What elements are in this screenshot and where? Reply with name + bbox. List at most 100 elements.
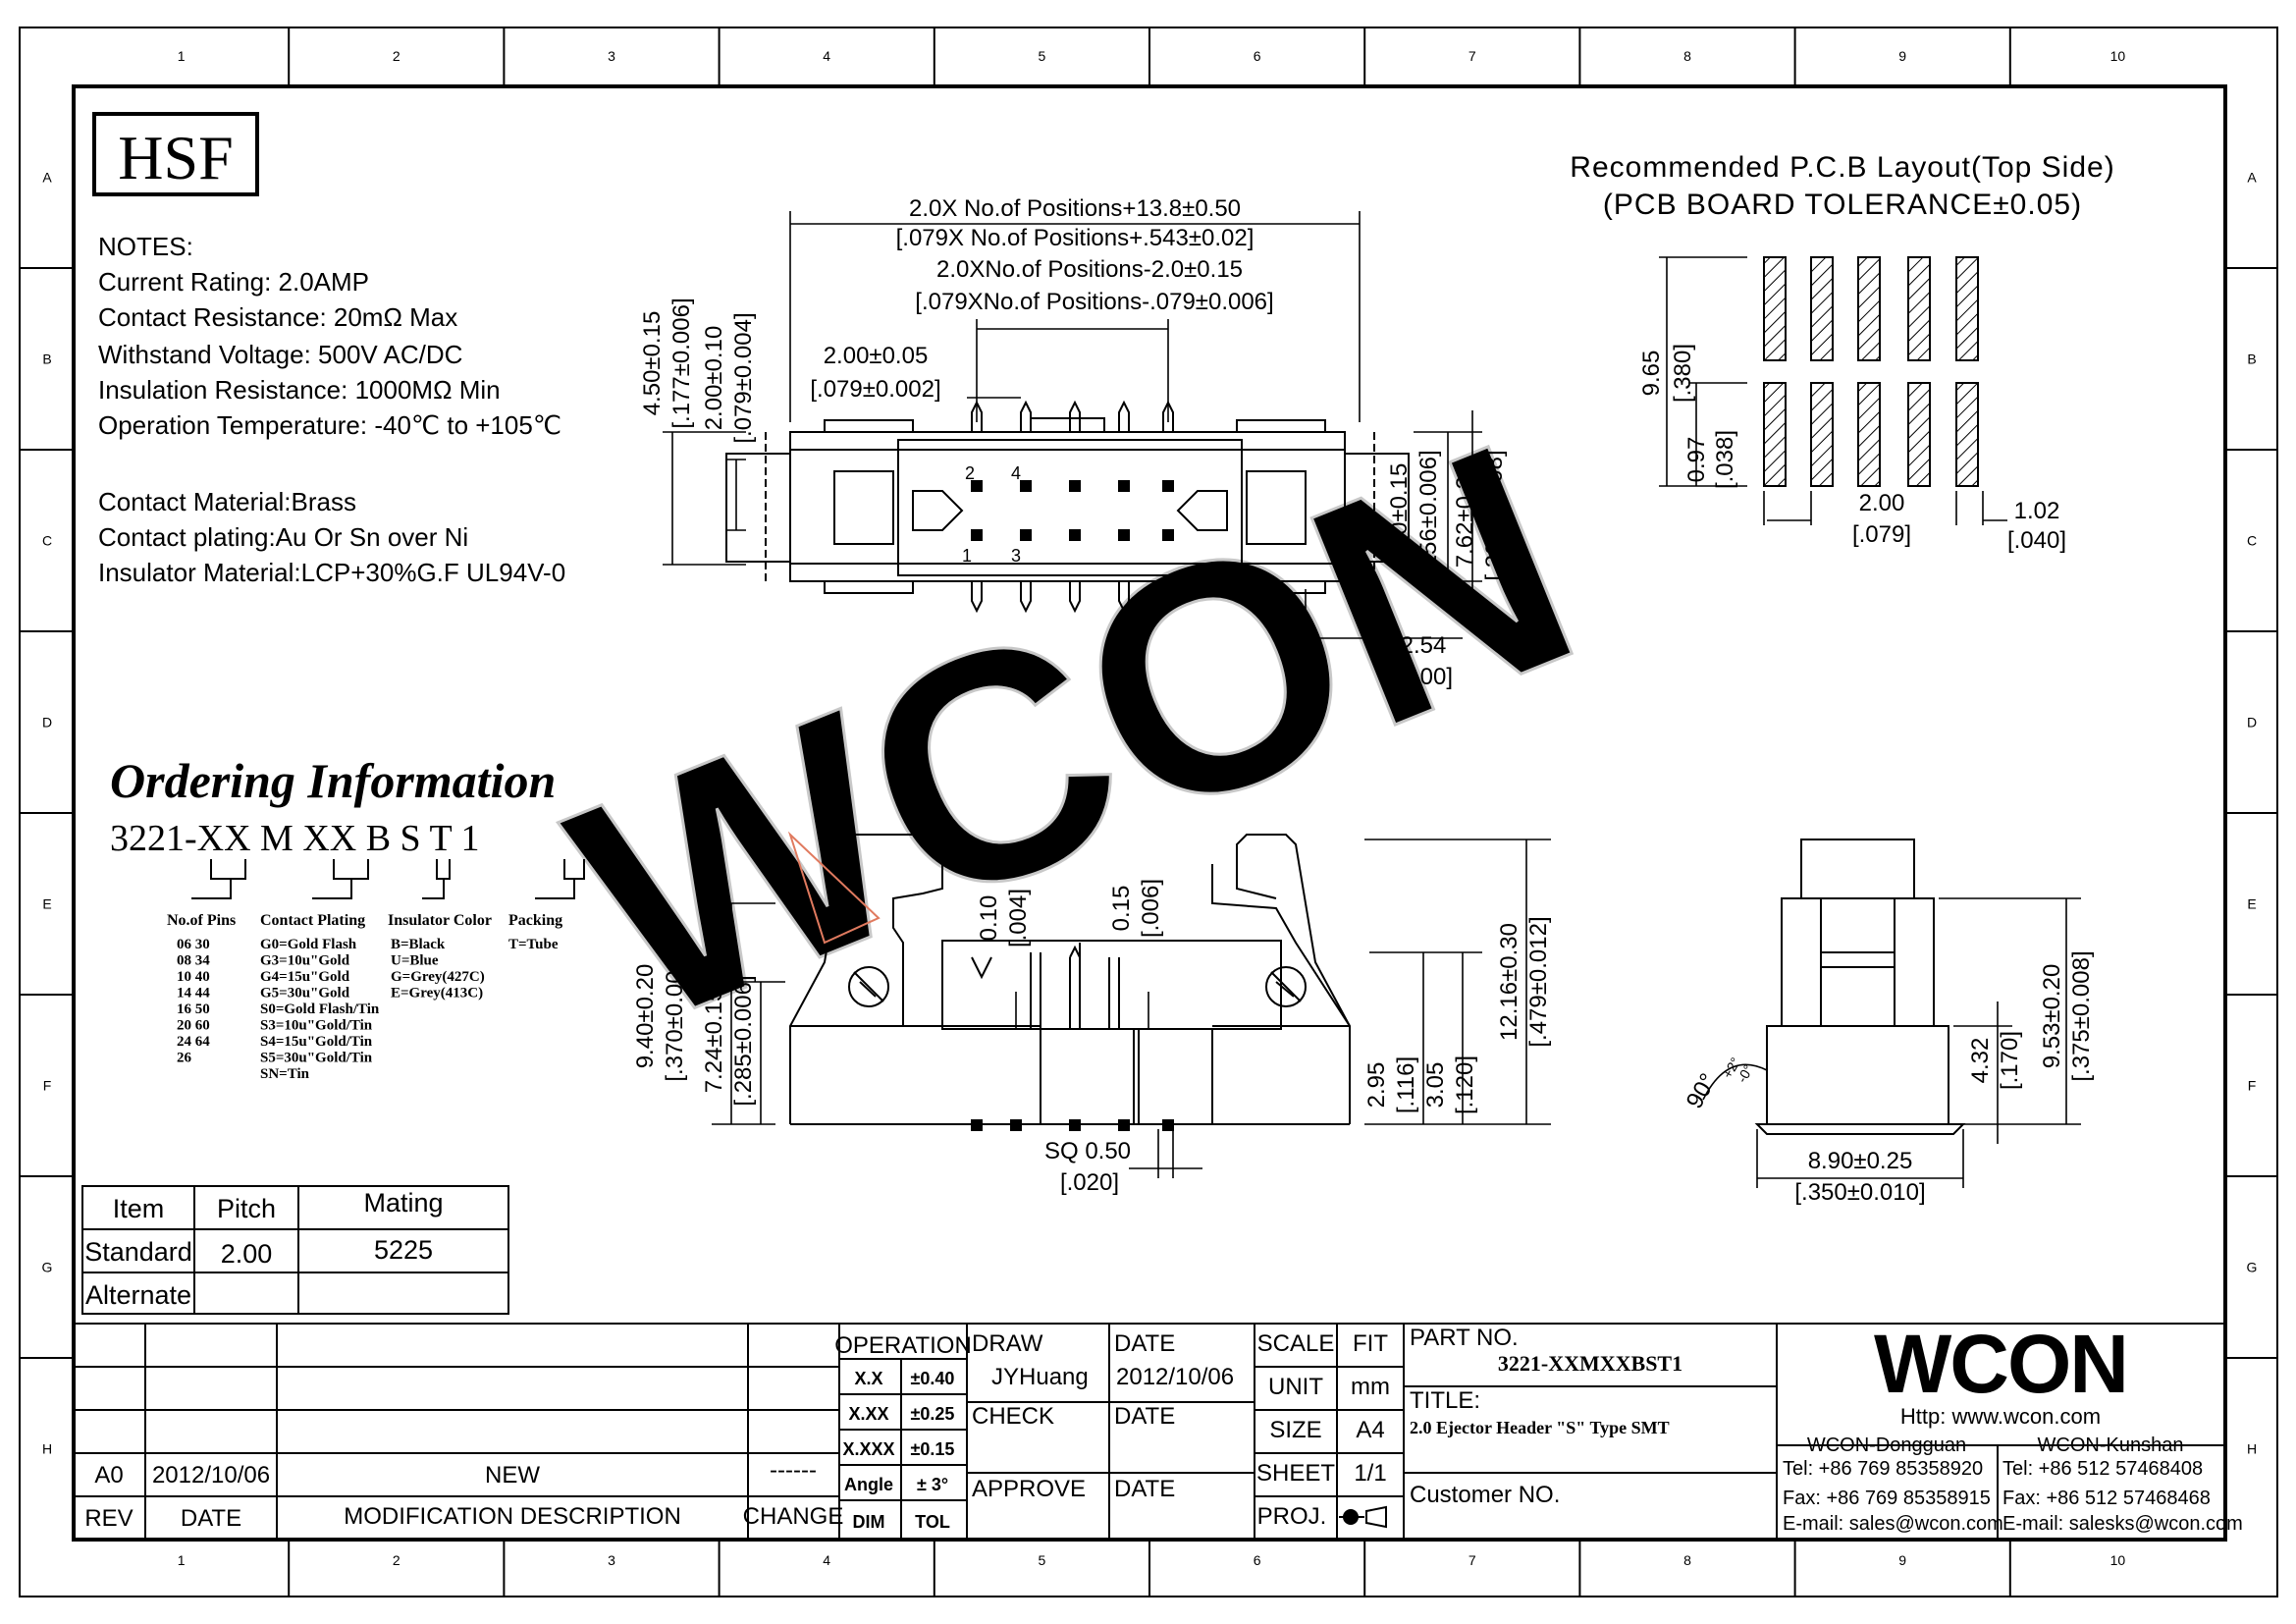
note-line: Current Rating: 2.0AMP <box>98 267 369 297</box>
office-fax: Fax: +86 512 57468468 <box>2002 1488 2211 1509</box>
ordering-option: 26 <box>177 1051 192 1066</box>
pad-dot <box>1162 1119 1174 1131</box>
pcb-pad <box>1907 382 1931 487</box>
pcb-dimension-lines <box>1659 256 2007 525</box>
grid-row-label: A <box>2247 170 2257 186</box>
ordering-option: 20 60 <box>177 1018 210 1034</box>
ordering-option: S4=15u"Gold/Tin <box>260 1034 373 1050</box>
side-dimension-lines <box>1702 897 2081 1188</box>
grid-row-label: G <box>2247 1260 2258 1275</box>
dim-label: [.116] <box>1393 1056 1419 1113</box>
ordering-option: U=Blue <box>391 953 439 969</box>
dim-label: [.375±0.008] <box>2068 950 2095 1081</box>
pin-dot <box>1020 529 1032 541</box>
dim-label: 0.10 <box>976 895 1002 942</box>
dim-label: [.079XNo.of Positions-.079±0.006] <box>915 289 1273 315</box>
company-logo: WCON <box>1874 1318 2127 1410</box>
scale-label: SCALE <box>1257 1330 1335 1357</box>
dim-label: [.079±0.004] <box>730 312 757 443</box>
pcb-pad <box>1857 256 1881 361</box>
dim-label: [.479±0.012] <box>1525 916 1552 1047</box>
draw-date: 2012/10/06 <box>1116 1364 1234 1390</box>
pin-label: 4 <box>1011 463 1021 483</box>
ordering-option: SN=Tin <box>260 1066 310 1082</box>
proj-label: PROJ. <box>1257 1503 1327 1530</box>
office-name: WCON-Kunshan <box>2038 1435 2184 1456</box>
pcb-pad <box>1763 382 1787 487</box>
plating-values: G0=Gold FlashG3=10u"GoldG4=15u"GoldG5=30… <box>260 937 380 1082</box>
dim-label: 2.0XNo.of Positions-2.0±0.15 <box>936 256 1243 283</box>
check-date-label: DATE <box>1114 1403 1175 1430</box>
dim-label: DIM <box>853 1512 885 1532</box>
size-value: A4 <box>1356 1417 1384 1443</box>
top-pin-dots <box>971 480 1174 541</box>
dim-label: 9.53±0.20 <box>2039 964 2065 1069</box>
tolerance-value: ±0.15 <box>911 1439 955 1459</box>
front-dots <box>971 1119 1174 1131</box>
dim-label: [.004] <box>1005 889 1032 947</box>
grid-row-label: C <box>2247 533 2257 549</box>
pcb-dim: 9.65 <box>1638 351 1665 397</box>
pcb-pad <box>1810 382 1834 487</box>
part-no-label: PART NO. <box>1410 1325 1519 1351</box>
dim-label: [.120] <box>1452 1056 1478 1114</box>
pcb-dim: [.040] <box>2007 527 2066 554</box>
grid-col-label: 10 <box>2110 48 2126 64</box>
draw-label: DRAW <box>972 1330 1043 1357</box>
ordering-option: 24 64 <box>177 1034 210 1050</box>
grid-col-label: 6 <box>1254 48 1261 64</box>
approve-date-label: DATE <box>1114 1476 1175 1502</box>
dim-label: [.256±0.006] <box>1415 450 1442 580</box>
dim-label: [.020] <box>1060 1169 1119 1196</box>
material-line: Insulator Material:LCP+30%G.F UL94V-0 <box>98 558 565 587</box>
pcb-pad <box>1955 256 1979 361</box>
ordering-code: 3221-XX M XX B S T 1 <box>110 818 480 859</box>
ordering-option: S3=10u"Gold/Tin <box>260 1018 373 1034</box>
pcb-dim: [.038] <box>1712 430 1738 489</box>
pad-dot <box>1118 1119 1130 1131</box>
approve-label: APPROVE <box>972 1476 1086 1502</box>
company-url: Http: www.wcon.com <box>1900 1404 2101 1429</box>
dim-label: 8.90±0.25 <box>1808 1148 1913 1174</box>
office-email: E-mail: sales@wcon.com <box>1783 1513 2003 1535</box>
grid-col-label: 8 <box>1683 1552 1691 1568</box>
pcb-pad <box>1907 256 1931 361</box>
grid-col-label: 4 <box>823 1552 830 1568</box>
tolerance-type: X.X <box>854 1369 882 1388</box>
grid-col-label: 9 <box>1898 1552 1906 1568</box>
dim-label: [.285±0.006] <box>730 975 757 1106</box>
mating-header: Mating <box>363 1188 443 1218</box>
front-dimension-lines <box>712 839 1551 1178</box>
sheet-label: SHEET <box>1256 1460 1335 1487</box>
unit-label: UNIT <box>1268 1374 1323 1400</box>
pin-label: 1 <box>962 546 972 566</box>
dim-label: [.300±0.008] <box>1481 450 1508 580</box>
pin-dot <box>971 529 983 541</box>
dim-label: -0° <box>1734 1062 1756 1086</box>
office-email: E-mail: salesks@wcon.com <box>2002 1513 2243 1535</box>
dim-label: 12.16±0.30 <box>1496 923 1522 1041</box>
tolerance-type: Angle <box>844 1475 893 1494</box>
grid-row-label: G <box>42 1260 53 1275</box>
dim-label: 7.62±0.20 <box>1452 463 1478 568</box>
pin-dot <box>1118 480 1130 492</box>
mating-header: Item <box>113 1194 165 1223</box>
pin-dot <box>1118 529 1130 541</box>
notes-heading: NOTES: <box>98 232 193 261</box>
mating-cell: Standard <box>84 1237 192 1267</box>
dim-label: [.006] <box>1138 879 1164 938</box>
ordering-option: G3=10u"Gold <box>260 953 350 969</box>
mating-header: Pitch <box>217 1194 276 1223</box>
grid-col-label: 3 <box>608 48 615 64</box>
grid-col-label: 9 <box>1898 48 1906 64</box>
mating-table <box>81 1185 509 1315</box>
tolerance-type: X.XXX <box>842 1439 894 1459</box>
dim-label: 2.0X No.of Positions+13.8±0.50 <box>909 195 1241 222</box>
ordering-option: 10 40 <box>177 969 210 985</box>
rev-value: A0 <box>94 1462 123 1489</box>
ordering-option: 06 30 <box>177 937 210 952</box>
logo-box <box>92 112 259 196</box>
change-header: CHANGE <box>743 1503 844 1530</box>
dim-label: 2.00±0.05 <box>824 343 929 369</box>
